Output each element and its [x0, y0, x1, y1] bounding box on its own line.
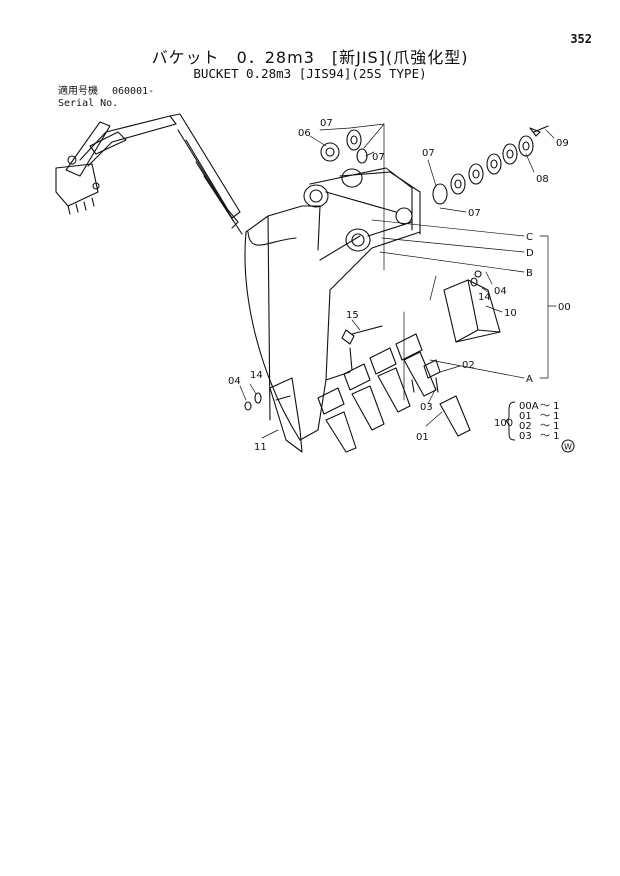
- kit-item-code: 00A: [519, 401, 539, 412]
- callout-00: 00: [558, 302, 571, 313]
- nut-04-right: [474, 270, 482, 278]
- pins-03: [411, 377, 439, 393]
- leader-lines: [239, 123, 557, 439]
- leader-label-a: A: [526, 374, 533, 385]
- callout-06: 06: [298, 128, 311, 139]
- kit-item-qty: ～ 1: [540, 421, 560, 432]
- serial-block: 適用号機 060001- Serial No.: [58, 86, 154, 110]
- circled-w-mark: W: [561, 439, 575, 453]
- pin-06: [320, 142, 340, 162]
- callout-07: 07: [320, 118, 333, 129]
- callout-03: 03: [420, 402, 433, 413]
- leader-label-d: D: [526, 248, 534, 259]
- kit-table: 100 00A ～ 1 01 ～ 1 02 ～ 1 03 ～ 1: [494, 401, 560, 442]
- bucket-body: [244, 205, 421, 441]
- page-number: 352: [570, 32, 592, 46]
- bolt-09: [529, 125, 549, 137]
- side-cutter-11: [269, 377, 303, 453]
- callout-04: 04: [228, 376, 241, 387]
- kit-item-qty: ～ 1: [540, 411, 560, 422]
- serial-value: 060001-: [112, 86, 155, 97]
- callout-07: 07: [372, 152, 385, 163]
- kit-item-qty: ～ 1: [540, 431, 560, 442]
- excavator-arm-thumbnail: [55, 113, 243, 235]
- page-title-english: BUCKET 0.28m3 [JIS94](25S TYPE): [193, 66, 427, 81]
- kit-item-qty: ～ 1: [540, 401, 560, 412]
- callout-14: 14: [250, 370, 263, 381]
- nut-04-left: [244, 401, 252, 411]
- serial-label-english: Serial No.: [58, 98, 119, 109]
- leader-label-b: B: [526, 268, 533, 279]
- shim-stack-08: [432, 135, 534, 205]
- washer-14-left: [254, 392, 262, 404]
- mark-letter: W: [564, 443, 572, 452]
- washer-14-right: [470, 277, 478, 287]
- callout-14: 14: [478, 292, 491, 303]
- side-cutter-10: [443, 279, 501, 343]
- callout-11: 11: [254, 442, 267, 453]
- callout-07: 07: [422, 148, 435, 159]
- callout-07: 07: [468, 208, 481, 219]
- callout-01: 01: [416, 432, 429, 443]
- callout-labels: 07 06 07 07 07 09 08 C D B 04 14 10 00 1…: [228, 118, 571, 453]
- serial-label-japanese: 適用号機: [58, 86, 98, 97]
- callout-15: 15: [346, 310, 359, 321]
- callout-02: 02: [462, 360, 475, 371]
- teeth-01: [325, 351, 471, 453]
- bucket-bracket: [303, 167, 421, 252]
- kit-item-code: 03: [519, 431, 532, 442]
- kit-id: 100: [494, 418, 513, 429]
- callout-04: 04: [494, 286, 507, 297]
- callout-08: 08: [536, 174, 549, 185]
- callout-09: 09: [556, 138, 569, 149]
- kit-item-code: 01: [519, 411, 532, 422]
- callout-10: 10: [504, 308, 517, 319]
- page-title-japanese: バケット 0．28m3 [新JIS](爪強化型): [151, 48, 469, 67]
- leader-label-c: C: [526, 232, 533, 243]
- kit-item-code: 02: [519, 421, 532, 432]
- bolt-15: [341, 325, 383, 371]
- collar-07: [346, 129, 368, 164]
